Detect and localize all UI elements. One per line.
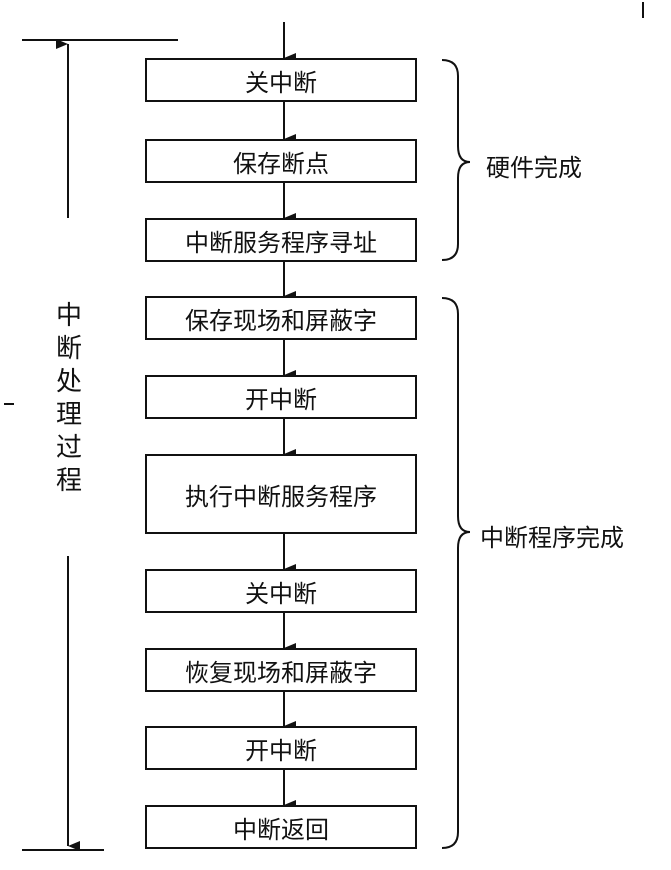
process-label-char: 程 (55, 466, 82, 496)
process-label-char: 处 (55, 367, 82, 397)
step-box: 恢复现场和屏蔽字 (145, 648, 417, 692)
step-box: 开中断 (145, 726, 417, 770)
hardware-group-label: 硬件完成 (486, 154, 582, 182)
program-group-label: 中断程序完成 (480, 524, 624, 552)
step-box: 中断返回 (145, 805, 417, 849)
step-box: 中断服务程序寻址 (145, 218, 417, 262)
hardware-brace (441, 59, 471, 261)
step-box: 保存断点 (145, 139, 417, 183)
process-label-char: 中 (55, 301, 82, 331)
process-label: 中 断 处 理 过 程 (54, 300, 84, 498)
step-box: 开中断 (145, 375, 417, 419)
step-box: 保存现场和屏蔽字 (145, 296, 417, 340)
step-box: 关中断 (145, 58, 417, 102)
step-box: 关中断 (145, 569, 417, 613)
step-box: 执行中断服务程序 (145, 454, 417, 534)
process-label-char: 断 (55, 334, 82, 364)
program-brace (441, 297, 471, 849)
process-label-char: 理 (55, 400, 82, 430)
process-label-char: 过 (55, 433, 82, 463)
